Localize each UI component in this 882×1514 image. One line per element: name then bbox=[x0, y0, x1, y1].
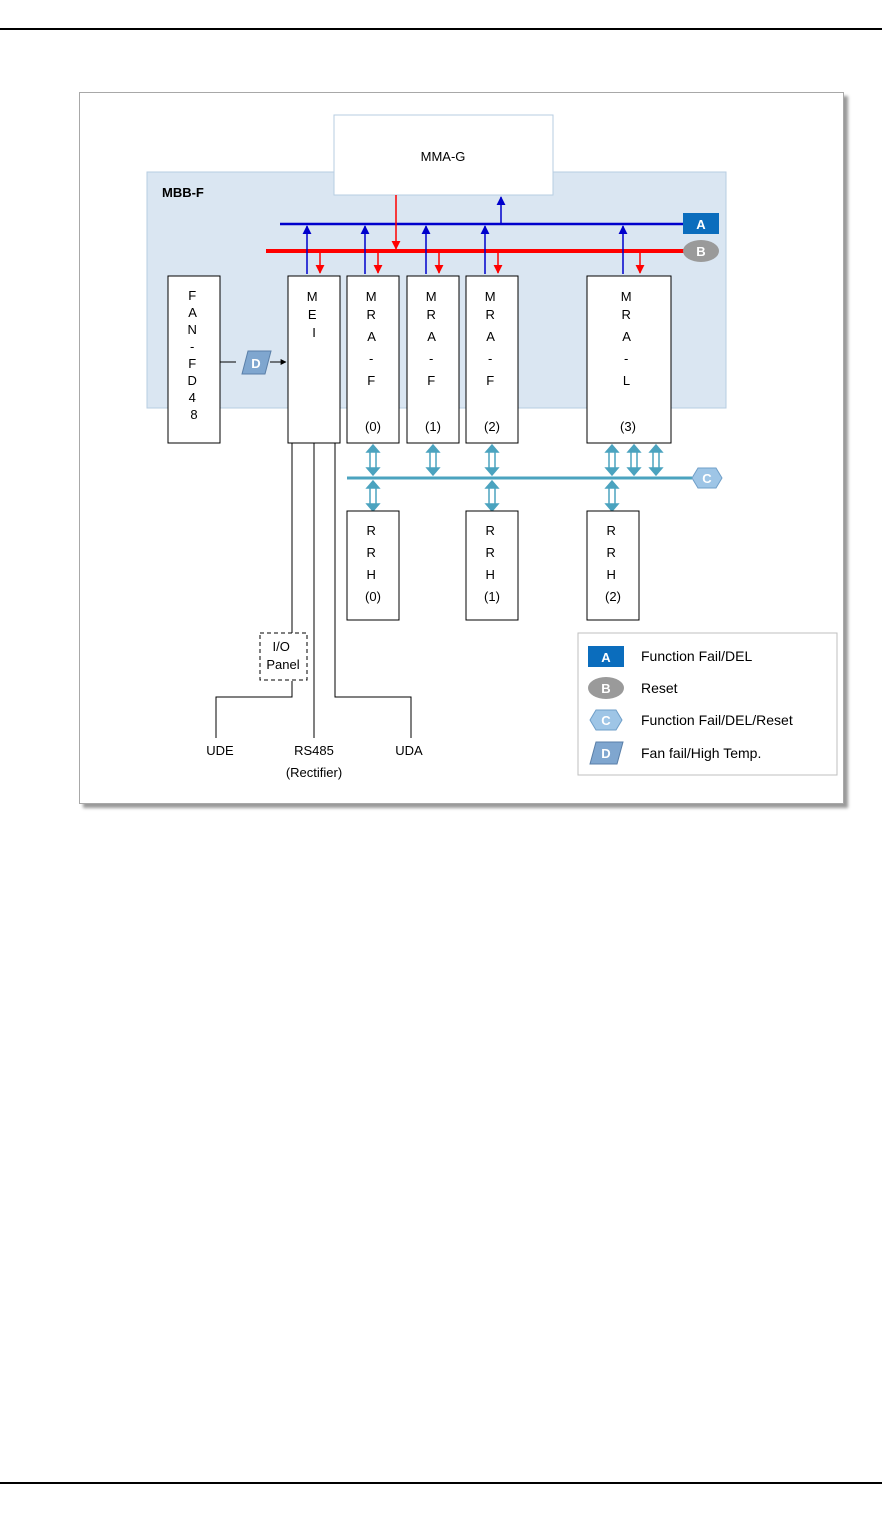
svg-text:C: C bbox=[601, 713, 611, 728]
bus-b-marker: B bbox=[683, 240, 719, 262]
bus-a-marker: A bbox=[683, 213, 719, 234]
block-diagram: MBB-F MMA-G A B F A N - F D 4 bbox=[80, 93, 843, 803]
mra-board-3: M R A - L (3) bbox=[587, 276, 671, 443]
bottom-rule bbox=[0, 1482, 882, 1484]
svg-text:Reset: Reset bbox=[641, 680, 678, 696]
mra-board-0: M R A - F (0) bbox=[347, 276, 399, 443]
svg-text:Fan fail/High Temp.: Fan fail/High Temp. bbox=[641, 745, 761, 761]
ude-label: UDE bbox=[206, 743, 234, 758]
svg-text:Function Fail/DEL/Reset: Function Fail/DEL/Reset bbox=[641, 712, 793, 728]
svg-text:C: C bbox=[702, 471, 712, 486]
rectifier-label: (Rectifier) bbox=[286, 765, 342, 780]
bus-c-marker: C bbox=[692, 468, 722, 488]
svg-text:D: D bbox=[251, 356, 260, 371]
mra-board-1: M R A - F (1) bbox=[407, 276, 459, 443]
svg-text:B: B bbox=[601, 681, 610, 696]
legend-item-a: A Function Fail/DEL bbox=[588, 646, 752, 667]
legend: A Function Fail/DEL B Reset C Function F… bbox=[578, 633, 837, 775]
uda-label: UDA bbox=[395, 743, 423, 758]
mra-board-2: M R A - F (2) bbox=[466, 276, 518, 443]
svg-text:D: D bbox=[601, 746, 610, 761]
svg-text:A: A bbox=[696, 217, 706, 232]
svg-text:B: B bbox=[696, 244, 705, 259]
rrh-unit-1: R R H (1) bbox=[466, 511, 518, 620]
mma-label: MMA-G bbox=[421, 149, 466, 164]
top-rule bbox=[0, 28, 882, 30]
svg-text:Function Fail/DEL: Function Fail/DEL bbox=[641, 648, 752, 664]
rs485-label: RS485 bbox=[294, 743, 334, 758]
legend-item-d: D Fan fail/High Temp. bbox=[590, 742, 761, 764]
io-panel: I/O Panel bbox=[260, 633, 307, 680]
figure-frame: MBB-F MMA-G A B F A N - F D 4 bbox=[79, 92, 844, 804]
svg-text:A: A bbox=[601, 650, 611, 665]
mbb-label: MBB-F bbox=[162, 185, 204, 200]
rrh-unit-2: R R H (2) bbox=[587, 511, 639, 620]
rrh-unit-0: R R H (0) bbox=[347, 511, 399, 620]
